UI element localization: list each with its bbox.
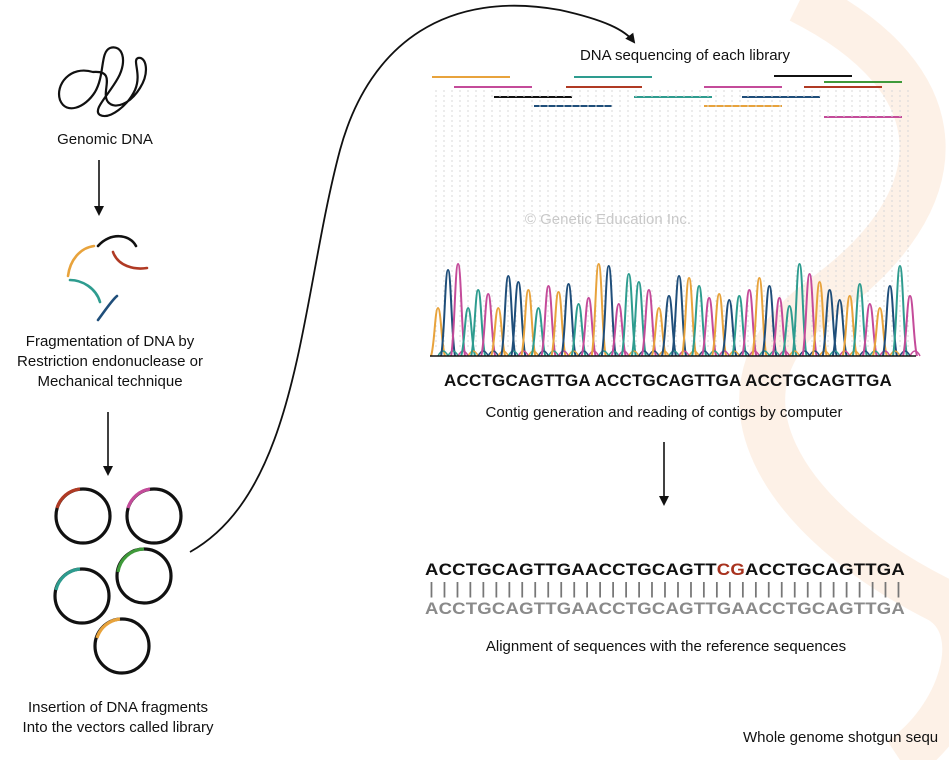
chromatogram-small-peak: [608, 350, 620, 357]
chromatogram-small-peak: [909, 350, 921, 357]
chromatogram-peak: [480, 292, 497, 357]
vector-library-icon: [53, 487, 183, 675]
chromatogram-small-peak: [588, 350, 600, 357]
chromatogram-small-peak: [577, 350, 590, 357]
dna-fragments-icon: [66, 234, 149, 322]
chromatogram-peak: [791, 262, 808, 357]
chromatogram-small-peak: [819, 350, 831, 357]
chromatogram-peak: [851, 282, 868, 357]
chromatogram-peak: [470, 288, 487, 357]
fragmentation-label-line2: Restriction endonuclease or: [17, 353, 203, 370]
chromatogram: [430, 262, 921, 357]
watermark: © Genetic Education Inc.: [525, 211, 691, 228]
chromatogram-small-peak: [748, 350, 760, 357]
alignment-bars: |||||||||||||||||||||||||||||||||||||: [425, 581, 905, 600]
chromatogram-small-peak: [477, 350, 489, 357]
chromatogram-peak: [640, 288, 657, 357]
chromatogram-peak: [771, 296, 788, 357]
chromatogram-small-peak: [698, 350, 710, 357]
chromatogram-small-peak: [758, 350, 771, 357]
chromatogram-small-peak: [708, 350, 720, 357]
chromatogram-peak: [510, 280, 527, 357]
contig-label: Contig generation and reading of contigs…: [486, 404, 843, 421]
chromatogram-small-peak: [899, 350, 911, 357]
chromatogram-peak: [801, 272, 818, 357]
chromatogram-small-peak: [839, 350, 851, 357]
chromatogram-small-peak: [889, 350, 901, 357]
chromatogram-small-peak: [598, 350, 610, 357]
chromatogram-small-peak: [517, 350, 529, 357]
chromatogram-peak: [560, 282, 577, 357]
chromatogram-peak: [821, 288, 838, 357]
chromatogram-peak: [620, 272, 637, 357]
chromatogram-small-peak: [728, 350, 740, 357]
chromatogram-peak: [671, 274, 687, 357]
chromatogram-peak: [711, 292, 728, 357]
chromatogram-small-peak: [668, 350, 680, 357]
chromatogram-peak: [751, 276, 768, 357]
chromatogram-small-peak: [808, 350, 821, 357]
chromatogram-small-peak: [718, 350, 730, 357]
fragmentation-label-line1: Fragmentation of DNA by: [26, 333, 195, 350]
chromatogram-peak: [811, 280, 828, 357]
chromatogram-small-peak: [507, 350, 519, 357]
chromatogram-peak: [681, 276, 698, 357]
chromatogram-small-peak: [829, 350, 841, 357]
background-helix: [739, 0, 949, 760]
chromatogram-peak: [630, 280, 647, 357]
chromatogram-peak: [902, 294, 918, 357]
chromatogram-small-peak: [678, 350, 690, 357]
chromatogram-small-peak: [798, 350, 811, 357]
chromatogram-peak: [891, 264, 908, 357]
chromatogram-peak: [691, 284, 708, 357]
chromatogram-peak: [600, 264, 617, 357]
chromatogram-small-peak: [788, 350, 801, 357]
genomic-dna-icon: [57, 46, 147, 118]
chromatogram-peak: [540, 284, 557, 357]
insertion-label-line2: Into the vectors called library: [23, 719, 214, 736]
chromatogram-peak: [761, 284, 778, 357]
curved-arrow: [189, 4, 636, 553]
chromatogram-small-peak: [547, 350, 560, 357]
chromatogram-small-peak: [467, 350, 479, 357]
chromatogram-small-peak: [567, 350, 580, 357]
chromatogram-small-peak: [849, 350, 861, 357]
chromatogram-small-peak: [879, 350, 891, 357]
chromatogram-small-peak: [537, 350, 550, 357]
chromatogram-small-peak: [688, 350, 700, 357]
query-seq-part2: ACCTGCAGTTGA: [745, 560, 905, 579]
chromatogram-small-peak: [557, 350, 570, 357]
genomic-dna-label: Genomic DNA: [57, 131, 153, 148]
chromatogram-small-peak: [618, 350, 630, 357]
read-sequence: ACCTGCAGTTGA ACCTGCAGTTGA ACCTGCAGTTGA: [444, 371, 892, 390]
chromatogram-small-peak: [437, 350, 449, 357]
footer-caption: Whole genome shotgun sequ: [743, 729, 938, 746]
sequence-reads: [432, 75, 902, 118]
alignment-label: Alignment of sequences with the referenc…: [486, 638, 846, 655]
chromatogram-peak: [450, 262, 467, 357]
chromatogram-peak: [520, 288, 537, 357]
fragmentation-label-line3: Mechanical technique: [37, 373, 182, 390]
sequencing-label: DNA sequencing of each library: [580, 47, 791, 64]
query-seq-part1: ACCTGCAGTTGAACCTGCAGTT: [425, 560, 717, 579]
chromatogram-small-peak: [738, 350, 750, 357]
chromatogram-peak: [500, 274, 517, 357]
chromatogram-small-peak: [447, 350, 459, 357]
reference-sequence: ACCTGCAGTTGAACCTGCAGTTGAACCTGCAGTTGA: [425, 599, 905, 618]
query-variant: CG: [717, 560, 745, 579]
chromatogram-small-peak: [638, 350, 650, 357]
chromatogram-small-peak: [497, 350, 509, 357]
chromatogram-small-peak: [628, 350, 640, 357]
chromatogram-small-peak: [859, 350, 871, 357]
insertion-label-line1: Insertion of DNA fragments: [28, 699, 208, 716]
